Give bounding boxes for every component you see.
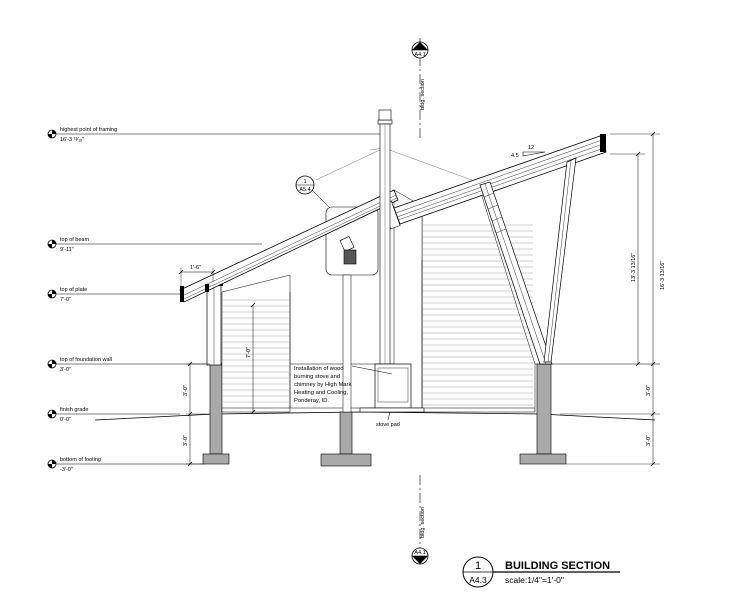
stove-note-line: burning stove and: [294, 374, 340, 380]
svg-text:16'-3 13/16": 16'-3 13/16": [660, 261, 666, 290]
level-name: finish grade: [60, 407, 88, 413]
dimension-right: 13'-3 13/16" 16'-3 13/16" 3'-0" 3'-0": [560, 131, 666, 467]
section-marker-sheet: A4.1: [414, 52, 425, 58]
stove-note-line: Heating and Cooling,: [294, 390, 349, 396]
drawing-scale: scale:1/4"=1'-0": [505, 575, 564, 585]
level-markers: highest point of framing 16'-3 ¹³⁄₁₆" to…: [47, 127, 660, 473]
slope-run: 12: [528, 145, 534, 151]
title-block-sheet: A4.3: [469, 575, 487, 585]
struts: [479, 157, 577, 365]
slope-rise: 4.5: [511, 153, 519, 159]
level-value: -3'-0": [60, 467, 73, 473]
level-name: top of foundation wall: [60, 357, 112, 363]
level-value: 7'-0": [60, 297, 71, 303]
drawing-title: BUILDING SECTION: [505, 560, 610, 572]
stove-note: Installation of wood burning stove and c…: [294, 365, 393, 404]
chimney: [377, 109, 393, 365]
stove-note-line: Installation of wood: [294, 366, 344, 372]
siding-lines: [223, 224, 533, 406]
level-value: 16'-3 ¹³⁄₁₆": [60, 137, 84, 143]
level-marker-top-of-plate: top of plate 7'-0": [47, 287, 180, 303]
svg-text:3'-0": 3'-0": [646, 385, 652, 396]
dimension-left-foundation: 3'-0" 3'-0": [183, 361, 210, 467]
detail-callout-number: 1: [303, 179, 306, 185]
section-marker-sheet: A4.1: [414, 550, 425, 556]
svg-text:3'-0": 3'-0": [183, 385, 189, 396]
level-name: highest point of framing: [60, 127, 117, 133]
level-marker-highest-framing: highest point of framing 16'-3 ¹³⁄₁₆": [47, 127, 390, 143]
svg-text:stove pad: stove pad: [376, 422, 400, 428]
wood-stove: [359, 363, 425, 413]
level-name: top of plate: [60, 287, 87, 293]
detail-callout: 1 A5.4: [295, 147, 481, 276]
section-marker-label: bldg. section: [420, 79, 426, 110]
detail-callout-sheet: A5.4: [299, 187, 310, 193]
stove-note-line: Ponderay, ID.: [294, 398, 329, 404]
section-marker-bottom: A4.1 bldg. section: [411, 475, 429, 565]
title-block-number: 1: [475, 560, 481, 572]
stove-pad-label: stove pad: [376, 411, 400, 428]
title-block: 1 A4.3 BUILDING SECTION scale:1/4"=1'-0": [462, 556, 620, 588]
roof-slope-indicator: 12 4.5: [511, 145, 546, 159]
svg-text:13'-3 13/16": 13'-3 13/16": [631, 253, 637, 282]
level-value: 3'-0": [60, 367, 71, 373]
svg-text:1'-6": 1'-6": [190, 265, 201, 271]
finish-grade-line: [94, 411, 656, 421]
dimension-wall-height: 7'-0": [246, 302, 256, 415]
section-marker-top: A4.1 bldg. section: [411, 38, 429, 140]
level-marker-finish-grade: finish grade 0'-0": [47, 407, 180, 423]
roof: [179, 134, 607, 303]
level-name: top of beam: [60, 237, 89, 243]
foundations: [202, 363, 567, 467]
level-value: 9'-11": [60, 247, 74, 253]
svg-text:3'-0": 3'-0": [646, 435, 652, 446]
svg-text:7'-0": 7'-0": [246, 347, 252, 358]
level-value: 0'-0": [60, 417, 71, 423]
stove-note-line: chimney by High Mark: [294, 382, 351, 388]
section-marker-label: bldg. section: [420, 507, 426, 538]
walls: [205, 189, 536, 413]
dimension-overhang: 1'-6": [178, 265, 216, 286]
level-marker-top-of-beam: top of beam 9'-11": [47, 237, 262, 253]
svg-text:3'-0": 3'-0": [183, 435, 189, 446]
level-marker-bottom-of-footing: bottom of footing -3'-0": [47, 457, 205, 473]
level-marker-top-of-foundation: top of foundation wall 3'-0": [47, 357, 660, 373]
level-name: bottom of footing: [60, 457, 101, 463]
